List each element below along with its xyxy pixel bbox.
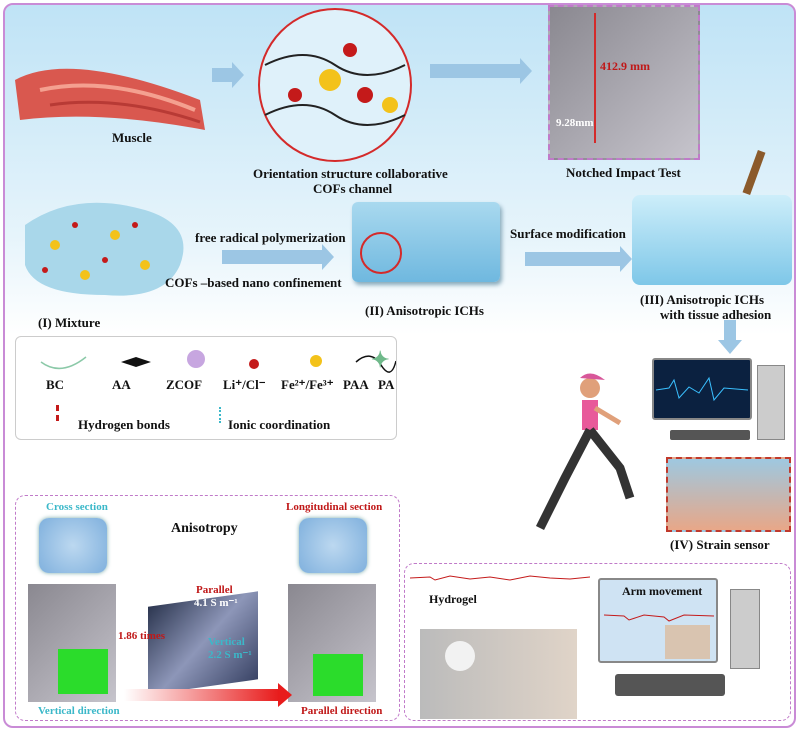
skin-sensor-detail [666,457,791,532]
arm-movement-label: Arm movement [622,584,703,598]
mixture-label: (I) Mixture [38,315,101,330]
longitudinal-section-label: Longitudinal section [286,501,383,513]
arrow [212,62,244,88]
adhesion-block [632,195,792,285]
wrist-electrode-photo [420,629,577,719]
cof-channel-zoom [258,8,412,162]
monitor [652,358,752,420]
legend-bc: BC [46,377,65,392]
figure-frame [3,3,796,728]
keyboard [615,674,725,696]
anisotropy-title: Anisotropy [171,521,238,536]
arrow [525,246,632,272]
adhesion-label: (III) Anisotropic ICHs [640,292,765,307]
longitudinal-section-image [299,518,367,573]
legend-zcof: ZCOF [166,377,203,392]
parallel-value: 4.1 S m⁻¹ [194,597,238,609]
notch-value: 9.28mm [556,117,594,129]
parallel-label: Parallel [196,584,233,596]
channel-label: Orientation structure collaborative [253,166,448,181]
keyboard [670,430,750,440]
ionic-coordination-icon [219,407,221,423]
legend-paa: PAA [343,377,369,392]
adhesion-label-2: with tissue adhesion [660,307,772,322]
vertical-value: 2.2 S m⁻¹ [208,649,252,661]
vertical-test-photo [28,584,116,702]
muscle-label: Muscle [112,130,152,145]
vertical-direction-label: Vertical direction [38,705,120,717]
parallel-test-photo [288,584,376,702]
cross-section-label: Cross section [46,501,108,513]
legend-pa: PA [378,377,395,392]
direction-arrow [124,689,279,701]
cross-section-image [39,518,107,573]
arrow [430,58,532,84]
ich-label: (II) Anisotropic ICHs [365,303,484,318]
legend-symbols [40,350,396,373]
ratio-label: 1.86 times [118,630,166,642]
down-arrow [724,320,736,342]
computer-tower [757,365,785,440]
legend: ✦ BC AA ZCOF Li⁺/Cl⁻ Fe²⁺/Fe³⁺ PAA PA Hy… [15,336,397,440]
legend-licl: Li⁺/Cl⁻ [223,377,266,392]
impact-label: Notched Impact Test [566,165,681,180]
mixture-illustration [25,202,184,296]
direction-arrow-head [278,683,292,707]
height-value: 412.9 mm [600,59,650,73]
anisotropy-panel: Cross section Anisotropy Longitudinal se… [15,495,400,721]
legend-aa: AA [112,377,131,392]
arm-monitor: Arm movement [598,578,718,663]
hydrogen-bond-icon [56,405,59,421]
legend-fe: Fe²⁺/Fe³⁺ [281,377,334,392]
signal-trace [410,575,590,581]
confinement-label: COFs –based nano confinement [165,275,342,290]
parallel-direction-label: Parallel direction [301,705,383,717]
pa-star-icon: ✦ [371,347,390,372]
arrow [222,244,334,270]
vertical-label: Vertical [208,636,245,648]
surface-modification-label: Surface modification [510,226,626,241]
hydrogel-label: Hydrogel [429,592,477,606]
legend-hydrogen: Hydrogen bonds [78,417,170,432]
impact-test-photo: 412.9 mm 9.28mm [548,5,700,160]
polymerization-label: free radical polymerization [195,230,346,245]
strain-sensor-label: (IV) Strain sensor [670,537,770,552]
channel-label-2: COFs channel [313,181,393,196]
muscle-illustration [15,68,205,130]
down-arrow-head [718,340,742,354]
legend-ionic: Ionic coordination [228,417,331,432]
application-panel: Hydrogel Arm movement [404,563,791,721]
computer-tower [730,589,760,669]
runner-illustration [535,373,635,531]
ich-block [352,202,500,282]
